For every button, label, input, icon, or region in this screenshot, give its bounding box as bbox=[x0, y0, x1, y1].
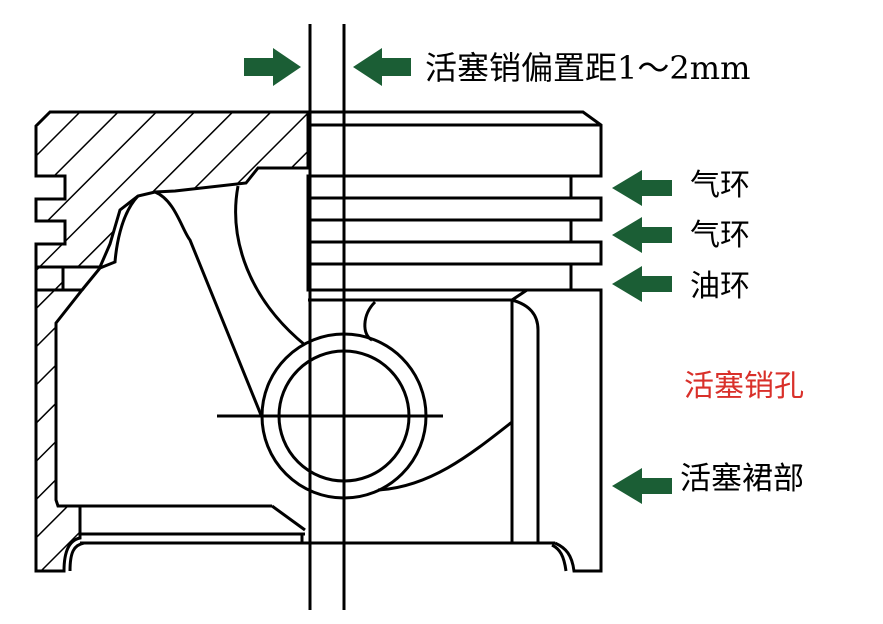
ring-groove-2 bbox=[306, 218, 573, 244]
compression-ring-1-label: 气环 bbox=[690, 168, 750, 203]
pin-hole-label: 活塞销孔 bbox=[684, 369, 804, 404]
boss-line-inner bbox=[511, 298, 540, 543]
arrow-left-icon bbox=[612, 266, 672, 302]
boss-arc bbox=[234, 185, 306, 347]
oil-ring-groove bbox=[306, 262, 573, 292]
boss-top-curve bbox=[363, 300, 377, 342]
oil-ring-label: 油环 bbox=[690, 269, 750, 304]
compression-ring-2-label: 气环 bbox=[690, 218, 750, 253]
piston-outside-view bbox=[306, 110, 603, 573]
skirt-chamfer-line bbox=[271, 504, 306, 532]
skirt-fillet bbox=[68, 541, 85, 572]
skirt-wall-section bbox=[34, 288, 86, 573]
oil-ring-land-section bbox=[34, 265, 65, 292]
arrow-left-icon bbox=[612, 217, 672, 253]
arrow-right-icon bbox=[244, 48, 301, 86]
arrow-left-icon bbox=[353, 48, 411, 86]
compression-ring-1 bbox=[306, 196, 603, 222]
boss-bottom-curve bbox=[377, 420, 513, 492]
arrow-left-icon bbox=[612, 468, 672, 504]
skirt-outline bbox=[308, 288, 603, 573]
offset-centerlines bbox=[308, 24, 346, 610]
skirt-top-chamfer bbox=[511, 288, 528, 302]
piston-crown-section bbox=[34, 110, 310, 269]
compression-ring-2 bbox=[306, 240, 603, 266]
pin-offset-label: 活塞销偏置距1～2mm bbox=[425, 49, 751, 87]
pin-hole bbox=[217, 332, 443, 500]
boss-left-edge bbox=[80, 194, 140, 291]
arrows bbox=[244, 48, 672, 504]
arrow-left-icon bbox=[612, 170, 672, 206]
piston-section-view bbox=[34, 110, 310, 573]
crown-band bbox=[308, 110, 603, 178]
skirt-bottom-fillet bbox=[551, 543, 568, 572]
skirt-label: 活塞裙部 bbox=[680, 461, 804, 497]
boss-rib bbox=[154, 190, 263, 416]
ring-groove-1 bbox=[306, 174, 573, 200]
